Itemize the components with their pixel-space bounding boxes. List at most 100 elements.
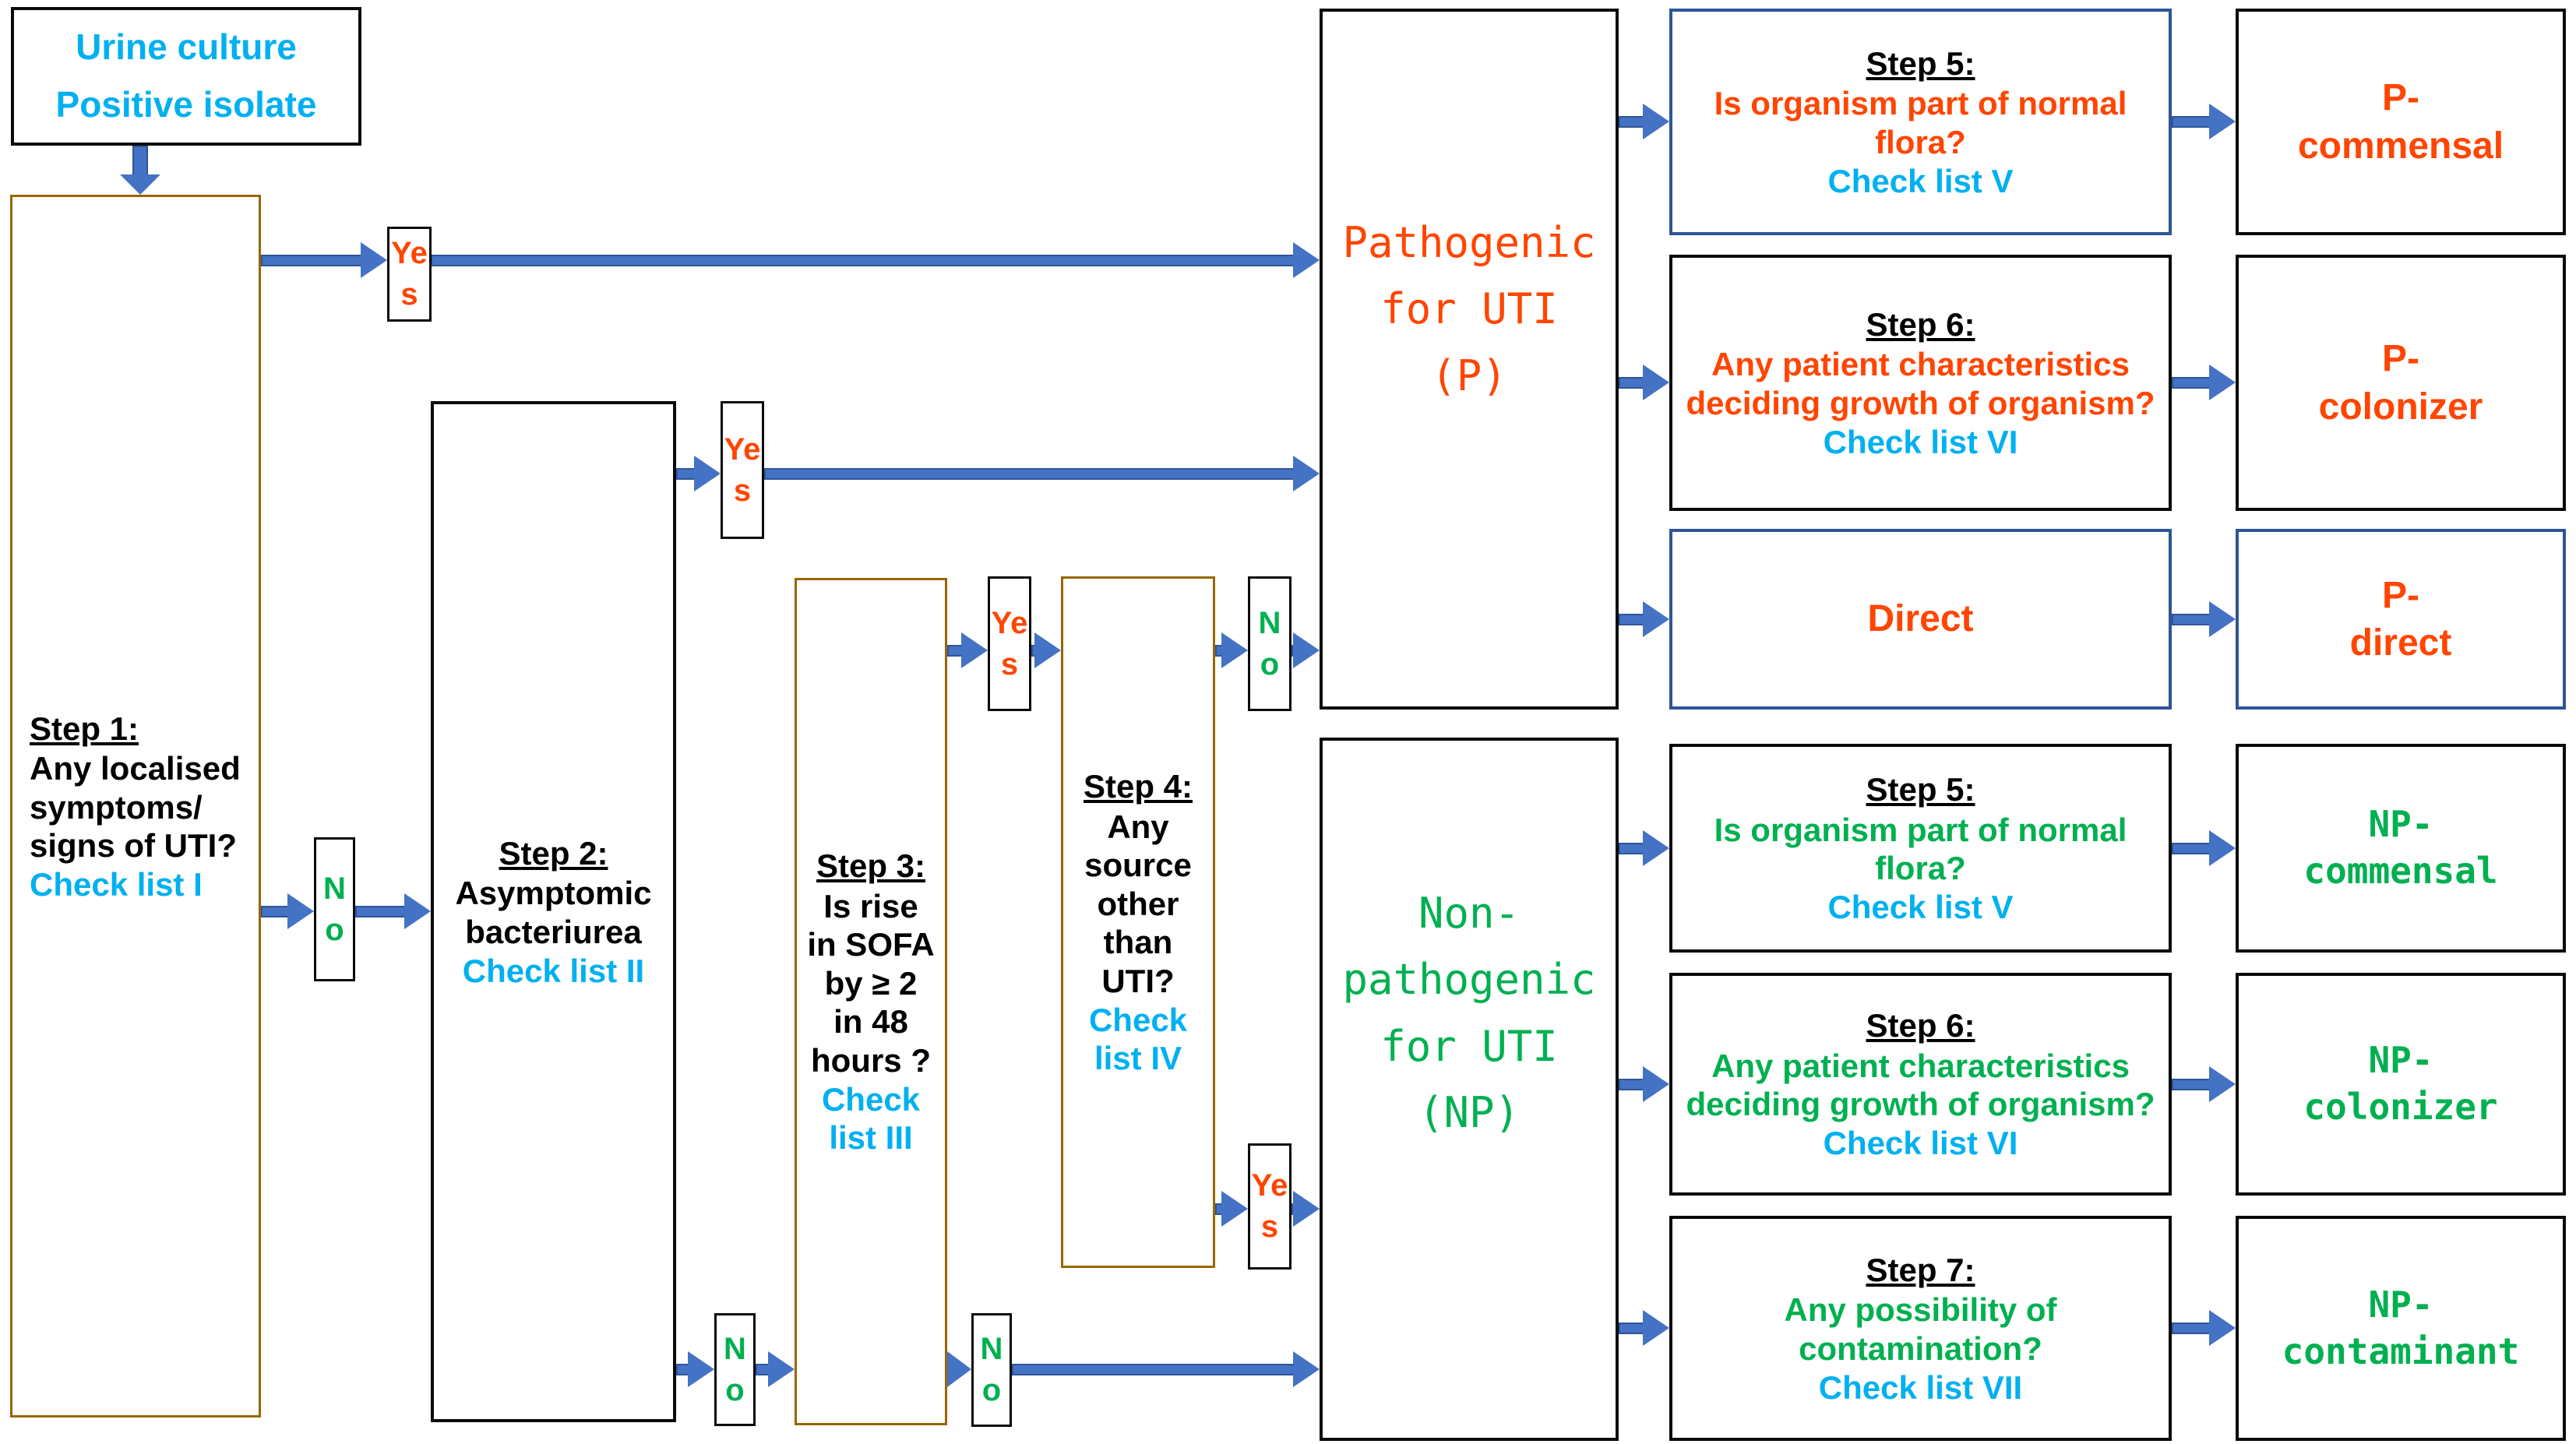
flow-arrow [2209,1310,2236,1346]
flow-arrow [2209,830,2236,866]
flow-arrow [764,467,1295,480]
step7-non-pathogenic-box: Step 7: Any possibility of contamination… [1669,1216,2172,1441]
step7-title: Step 7: [1866,1251,1975,1288]
no-label-step3: No [971,1313,1012,1427]
flow-arrow [947,1351,971,1387]
start-box-urine-culture: Urine culture Positive isolate [11,7,361,146]
outcome-line: NP- [2368,1283,2433,1326]
no-label-text: No [980,1332,1003,1407]
flow-arrow [2209,365,2236,400]
step6-checklist: Check list VI [1823,1125,2018,1162]
flow-arrow [404,893,431,929]
non-pathogenic-line: (NP) [1418,1087,1521,1137]
non-pathogenic-line: Non- [1418,888,1521,938]
yes-label-text: Yes [724,431,761,508]
outcome-line: commensal [2303,850,2498,892]
flow-arrow [1221,632,1248,668]
step3-title: Step 3: [816,847,926,885]
flow-arrow [2172,613,2211,625]
pathogenic-line: for UTI [1380,284,1558,334]
direct-box: Direct [1669,529,2172,710]
yes-label-text: Yes [991,605,1028,681]
non-pathogenic-line: pathogenic [1342,955,1596,1005]
no-label-step4: No [1248,576,1292,711]
step4-checklist: Check list IV [1088,1001,1188,1077]
step7-checklist: Check list VII [1818,1368,2023,1406]
step5-checklist: Check list V [1827,889,2014,926]
flow-arrow [1643,601,1669,637]
step5-pathogenic-box: Step 5: Is organism part of normal flora… [1669,9,2172,235]
flow-arrow [1643,830,1669,866]
flow-arrow [2209,601,2236,637]
flow-arrow [1293,242,1320,278]
outcome-line: P- [2382,338,2419,380]
step2-checklist: Check list II [462,952,645,989]
flow-arrow [1619,613,1644,625]
outcome-line: NP- [2368,1039,2433,1082]
outcome-line: colonizer [2303,1086,2498,1128]
step1-title: Step 1: [30,710,139,747]
flow-arrow [694,456,721,491]
flow-arrow [120,174,160,195]
flow-arrow [947,644,963,657]
flow-arrow [1293,1351,1320,1387]
flow-arrow [431,254,1295,266]
step5-non-pathogenic-box: Step 5: Is organism part of normal flora… [1669,744,2172,953]
outcome-np-commensal: NP- commensal [2236,744,2566,953]
step4-title: Step 4: [1083,768,1193,805]
flow-arrow [287,893,314,929]
step1-box: Step 1: Any localised symptoms/ signs of… [10,195,261,1418]
step3-box: Step 3: Is rise in SOFA by ≥ 2 in 48 hou… [795,578,947,1425]
no-label-text: No [1258,605,1281,681]
flow-arrow [355,905,406,917]
flow-arrow [2172,115,2211,128]
pathogenic-box: Pathogenic for UTI (P) [1320,9,1619,710]
flow-arrow [2209,104,2236,139]
flow-arrow [1293,1191,1320,1227]
step6-pathogenic-box: Step 6: Any patient characteristics deci… [1669,255,2172,511]
no-label-text: No [724,1331,746,1407]
flow-arrow [261,254,362,266]
step7-question: Any possibility of contamination? [1784,1291,2057,1367]
outcome-line: direct [2349,622,2452,664]
step6-title: Step 6: [1866,1007,1975,1044]
flow-arrow [1643,1066,1669,1102]
outcome-p-direct: P- direct [2236,529,2566,710]
flow-arrow [2172,842,2211,854]
yes-label-step4: Yes [1248,1143,1292,1270]
flow-arrow [1293,632,1320,668]
step6-title: Step 6: [1866,305,1975,343]
yes-label-text: Yes [391,236,428,312]
start-line-positive-isolate: Positive isolate [55,84,317,125]
flow-arrow [361,242,387,278]
flow-arrow [132,146,148,177]
flow-arrow [676,467,696,480]
flow-arrow [2209,1066,2236,1102]
step2-question: Asymptomic bacteriurea [455,875,652,950]
yes-label-step3: Yes [988,576,1031,711]
flow-arrow [1619,1078,1644,1090]
flow-arrow [1619,376,1644,389]
flow-arrow [2172,376,2211,389]
step6-checklist: Check list VI [1823,423,2018,460]
outcome-line: P- [2382,77,2419,119]
step3-question: Is rise in SOFA by ≥ 2 in 48 hours ? [807,887,935,1079]
flow-arrow [1034,632,1061,668]
step4-box: Step 4: Any source other than UTI? Check… [1061,576,1215,1268]
flow-arrow [1619,842,1644,854]
flow-arrow [1012,1363,1295,1375]
flow-arrow [961,632,988,668]
pathogenic-line: Pathogenic [1342,218,1596,268]
outcome-np-colonizer: NP- colonizer [2236,973,2566,1196]
no-label-step2: No [714,1313,756,1426]
step2-box: Step 2: Asymptomic bacteriurea Check lis… [431,401,676,1422]
no-label-text: No [323,871,346,947]
step3-checklist: Check list III [821,1080,921,1157]
step4-question: Any source other than UTI? [1084,808,1192,1000]
flow-arrow [1293,456,1320,491]
step6-question: Any patient characteristics deciding gro… [1686,1047,2155,1123]
no-label-step1: No [314,837,355,981]
step5-checklist: Check list V [1827,162,2014,199]
flow-arrow [2172,1078,2211,1090]
outcome-line: colonizer [2318,386,2483,428]
